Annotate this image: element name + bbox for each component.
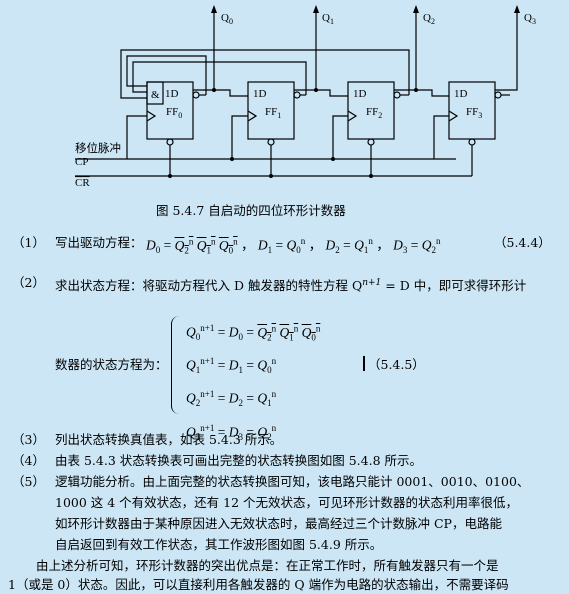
step1-eq-ref: （5.4.4）	[494, 235, 551, 250]
ring-counter-diagram: Q0 Q1 Q2 Q3 1D 1D 1D 1D & FF0 FF1 FF2 FF…	[75, 5, 536, 189]
step5-line: 逻辑功能分析。由上面完整的状态转换图可知，该电路只能计 0001、0010、01…	[55, 474, 530, 489]
step2-num: （2）	[12, 275, 45, 290]
conclusion-line: 由上述分析可知，环形计数器的突出优点是：在正常工作时，所有触发器只有一个是	[36, 558, 499, 573]
svg-text:1D: 1D	[353, 88, 367, 100]
step1-equations: D0 = Q2n Q1n Q0n ， D1 = Q0n ， D2 = Q1n ，…	[146, 236, 441, 256]
step5-line: 如环形计数器由于某种原因进入无效状态时，最高经过三个计数脉冲 CP，电路能	[55, 516, 502, 531]
step2-eq-ref: （5.4.5）	[368, 357, 425, 372]
step5-line: 自启返回到有效工作状态，其工作波形图如图 5.4.9 所示。	[55, 537, 383, 552]
step4-num: （4）	[12, 453, 45, 468]
svg-text:FF0: FF0	[166, 106, 182, 120]
q2-label: Q2	[423, 12, 435, 26]
svg-text:FF3: FF3	[466, 106, 482, 120]
q3-label: Q3	[524, 12, 536, 26]
shift-pulse-label: 移位脉冲	[75, 141, 121, 155]
step2-text: 求出状态方程：将驱动方程代入 D 触发器的特性方程 Qn+1 = D 中，即可求…	[55, 278, 527, 294]
equation-brace	[171, 316, 182, 414]
and-gate-box	[146, 81, 164, 105]
svg-text:FF1: FF1	[265, 106, 281, 120]
step4-text: 由表 5.4.3 状态转换表可画出完整的状态转换图如图 5.4.8 所示。	[55, 453, 423, 468]
svg-text:1D: 1D	[454, 88, 468, 100]
svg-text:&: &	[151, 89, 160, 101]
step1-title: 写出驱动方程：	[55, 235, 143, 250]
q0-label: Q0	[221, 12, 233, 26]
cp-label: CP	[75, 156, 88, 168]
text-cursor	[363, 356, 365, 371]
cr-label: CR	[75, 177, 90, 189]
step1-num: （1）	[12, 235, 45, 250]
state-equations: Q0n+1 = D0 = Q2n Q1n Q0n Q1n+1 = D1 = Q0…	[186, 323, 321, 442]
svg-text:1D: 1D	[253, 88, 267, 100]
step2-text2: 数器的状态方程为：	[55, 357, 168, 372]
q1-label: Q1	[322, 12, 334, 26]
figure-caption: 图 5.4.7 自启动的四位环形计数器	[156, 203, 346, 218]
step3-num: （3）	[12, 432, 45, 447]
step3-text: 列出状态转换真值表，如表 5.4.3 所示。	[55, 432, 283, 447]
step5-line: 1000 这 4 个有效状态，还有 12 个无效状态，可见环形计数器的状态利用率…	[55, 495, 519, 510]
svg-text:FF2: FF2	[366, 106, 382, 120]
svg-text:1D: 1D	[165, 88, 179, 100]
step5-num: （5）	[12, 474, 45, 489]
conclusion-line: 1（或是 0）状态。因此，可以直接利用各触发器的 Q 端作为电路的状态输出，不需…	[8, 577, 509, 592]
